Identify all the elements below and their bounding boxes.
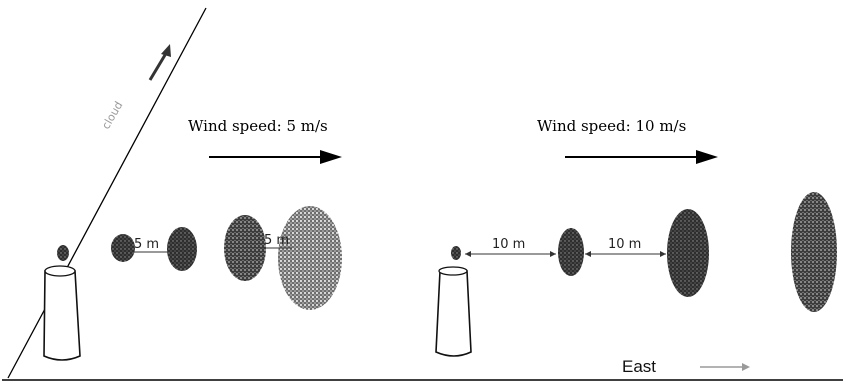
puff-right-2 [667,209,709,297]
chimney-left [44,271,80,360]
slope-line [8,8,206,378]
gap-label-left-1: 5 m [134,237,159,252]
wind-speed-label-right: Wind speed: 10 m/s [537,117,686,135]
gap-arrowhead-right-2a-icon [585,251,591,257]
puff-left-3 [224,215,266,281]
chimney-top-right [439,267,467,275]
gap-arrowhead-right-1b-icon [550,251,556,257]
wind-arrow-left-icon [320,150,342,164]
puff-left-2 [167,227,197,271]
slope-arrowhead-icon [161,44,171,57]
gap-arrowhead-right-1a-icon [465,251,471,257]
chimney-top-left [45,266,75,276]
gap-label-left-2: 5 m [264,233,289,248]
puff-left-1 [111,234,135,262]
gap-arrowhead-right-2b-icon [660,251,666,257]
wind-speed-label-left: Wind speed: 5 m/s [188,117,328,135]
source-puff-left [57,245,69,261]
puff-right-1 [558,228,584,276]
east-arrow-icon [742,363,750,371]
puff-left-4 [278,206,342,310]
gap-label-right-2: 10 m [608,237,641,252]
east-label: East [622,357,656,376]
chimney-right [436,271,471,356]
puff-right-3 [791,192,837,312]
slope-label: cloud [99,99,125,131]
wind-arrow-right-icon [696,150,718,164]
source-puff-right [451,246,461,260]
gap-label-right-1: 10 m [492,237,525,252]
